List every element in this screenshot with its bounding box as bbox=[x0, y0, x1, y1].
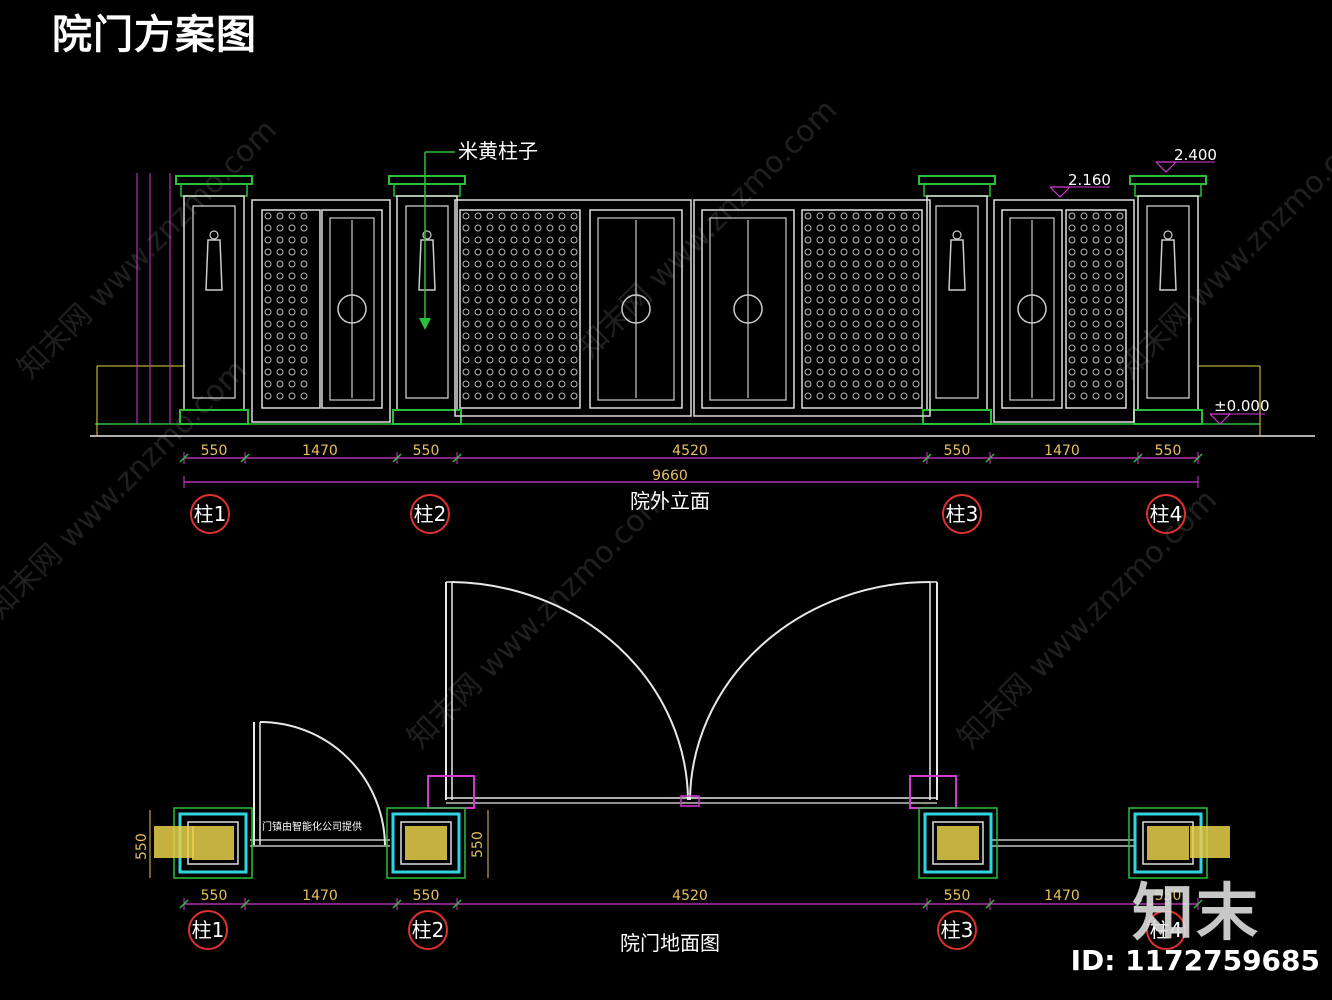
level-marker: 2.400 bbox=[1155, 146, 1217, 173]
elevation-view: 米黄柱子 2.160 2.400 ±0.000 550 1470 550 4520 55… bbox=[90, 139, 1315, 534]
side-dimension: 550 bbox=[470, 831, 486, 858]
dimension-label: 550 bbox=[413, 443, 440, 459]
dimension-label: 4520 bbox=[672, 443, 708, 459]
plan-view: 门镇由智能化公司提供 550 550 550 1470 550 4520 550 1470… bbox=[134, 581, 1230, 955]
callout-label: 米黄柱子 bbox=[458, 139, 538, 163]
pillar-tag: 柱4 bbox=[1146, 494, 1186, 534]
dimension-label: 550 bbox=[201, 888, 228, 904]
level-marker: 2.160 bbox=[1049, 171, 1111, 198]
pillar-tag-label: 柱2 bbox=[412, 918, 445, 942]
small-gate-left bbox=[251, 199, 391, 423]
dimension-label: 1470 bbox=[302, 888, 338, 904]
main-gate-left-leaf bbox=[454, 199, 692, 417]
dimension-label: 550 bbox=[1155, 888, 1182, 904]
lamp-icon bbox=[418, 239, 436, 291]
dimension-label: 1470 bbox=[1044, 888, 1080, 904]
watermark: 知末网 www.znzmo.com bbox=[571, 93, 844, 366]
page-title: 院门方案图 bbox=[52, 12, 257, 58]
medallion-icon bbox=[1017, 294, 1047, 324]
dimension-label: 550 bbox=[944, 443, 971, 459]
plan-column bbox=[386, 807, 466, 879]
small-gate-right bbox=[993, 199, 1135, 423]
watermark: 知末网 www.znzmo.com bbox=[11, 113, 284, 386]
pillar-tag-label: 柱1 bbox=[194, 502, 227, 526]
medallion-icon bbox=[337, 294, 367, 324]
dimension-label: 550 bbox=[1155, 443, 1182, 459]
plan-caption: 院门地面图 bbox=[620, 931, 720, 955]
total-dimension: 9660 bbox=[652, 468, 688, 484]
elevation-pillar bbox=[1129, 175, 1207, 425]
pillar-tag-label: 柱4 bbox=[1150, 502, 1183, 526]
pillar-tag: 柱3 bbox=[937, 910, 977, 950]
lamp-icon bbox=[948, 239, 966, 291]
medallion-icon bbox=[733, 294, 763, 324]
dimension-label: 1470 bbox=[1044, 443, 1080, 459]
pillar-tag-label: 柱1 bbox=[192, 918, 225, 942]
pillar-tag: 柱2 bbox=[410, 494, 450, 534]
pillar-tag-label: 柱4 bbox=[1150, 918, 1183, 942]
main-gate-right-leaf bbox=[693, 199, 931, 417]
plan-column bbox=[918, 807, 998, 879]
dimension-label: 4520 bbox=[672, 888, 708, 904]
footing bbox=[1190, 826, 1230, 858]
pillar-tag-label: 柱2 bbox=[414, 502, 447, 526]
pillar-tag: 柱4 bbox=[1146, 910, 1186, 950]
svg-text:±0.000: ±0.000 bbox=[1214, 397, 1270, 415]
pillar-tag-label: 柱3 bbox=[941, 918, 974, 942]
level-marker: ±0.000 bbox=[1209, 397, 1270, 425]
footing bbox=[154, 826, 194, 858]
pillar-tag: 柱3 bbox=[942, 494, 982, 534]
watermark: 知末网 www.znzmo.com bbox=[1111, 113, 1332, 386]
lamp-icon bbox=[1159, 239, 1177, 291]
elevation-pillar bbox=[388, 175, 466, 425]
elevation-pillar bbox=[918, 175, 996, 425]
svg-text:2.400: 2.400 bbox=[1174, 146, 1217, 164]
dimension-label: 1470 bbox=[302, 443, 338, 459]
svg-text:2.160: 2.160 bbox=[1068, 171, 1111, 189]
dimension-label: 550 bbox=[944, 888, 971, 904]
elevation-pillar bbox=[175, 175, 253, 425]
side-dimension: 550 bbox=[134, 833, 150, 860]
pillar-tag: 柱1 bbox=[190, 494, 230, 534]
lamp-icon bbox=[205, 239, 223, 291]
plan-note: 门镇由智能化公司提供 bbox=[262, 820, 362, 833]
watermark: 知末网 www.znzmo.com bbox=[0, 353, 254, 626]
image-id: ID: 1172759685 bbox=[1070, 944, 1320, 977]
dimension-label: 550 bbox=[201, 443, 228, 459]
elevation-caption: 院外立面 bbox=[630, 489, 710, 513]
pillar-tag: 柱1 bbox=[188, 910, 228, 950]
medallion-icon bbox=[621, 294, 651, 324]
brand-logo: 知末 bbox=[1131, 876, 1260, 949]
pillar-tag-label: 柱3 bbox=[946, 502, 979, 526]
pillar-tag: 柱2 bbox=[408, 910, 448, 950]
dimension-label: 550 bbox=[413, 888, 440, 904]
